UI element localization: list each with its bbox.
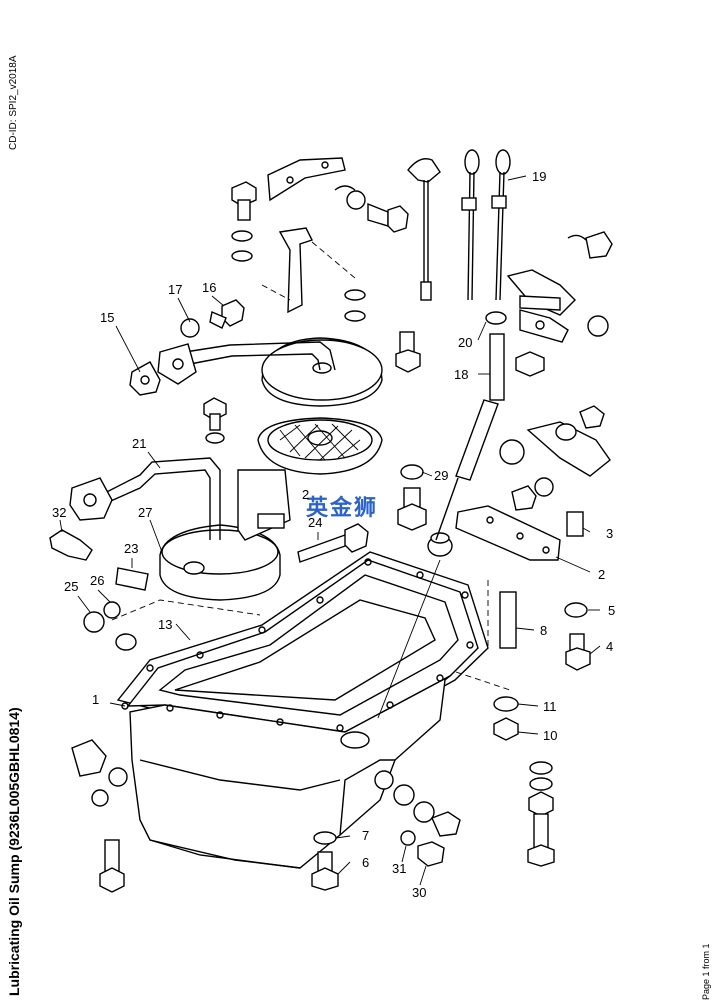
callout-18: 18 — [454, 367, 468, 382]
support-bracket — [261, 157, 356, 314]
callout-23: 23 — [124, 541, 138, 556]
callout-11: 11 — [543, 699, 557, 714]
dipstick-assembly — [377, 149, 511, 719]
callout-13: 13 — [158, 617, 172, 632]
callout-17: 17 — [168, 282, 182, 297]
callout-25: 25 — [64, 579, 78, 594]
callout-31: 31 — [392, 861, 406, 876]
fasteners — [49, 181, 591, 893]
callout-20: 20 — [458, 335, 472, 350]
flange-gasket — [129, 361, 161, 396]
callout-27: 27 — [138, 505, 152, 520]
callout-4: 4 — [606, 639, 613, 654]
callout-15: 15 — [100, 310, 114, 325]
oil-sump-pan — [116, 551, 489, 869]
callout-2b: 2 — [302, 487, 309, 502]
leader-lines — [59, 175, 601, 886]
callout-32: 32 — [52, 505, 66, 520]
callout-8: 8 — [540, 623, 547, 638]
watermark-logo: 英金狮 — [306, 496, 379, 521]
callout-3: 3 — [606, 526, 613, 541]
callout-26: 26 — [90, 573, 104, 588]
callout-30: 30 — [412, 885, 426, 900]
callout-1: 1 — [92, 692, 99, 707]
callouts: 1 2 2 3 4 5 6 7 8 10 11 13 15 16 17 18 1… — [52, 169, 615, 900]
strainer-bell — [157, 337, 383, 475]
callout-19: 19 — [532, 169, 546, 184]
oil-strainer — [69, 457, 291, 601]
callout-6: 6 — [362, 855, 369, 870]
callout-21: 21 — [132, 436, 146, 451]
callout-10: 10 — [543, 728, 557, 743]
callout-29: 29 — [434, 468, 448, 483]
callout-2: 2 — [598, 567, 605, 582]
callout-5: 5 — [608, 603, 615, 618]
callout-7: 7 — [362, 828, 369, 843]
tube-clamps — [455, 231, 613, 691]
callout-16: 16 — [202, 280, 216, 295]
callout-24: 24 — [308, 515, 322, 530]
